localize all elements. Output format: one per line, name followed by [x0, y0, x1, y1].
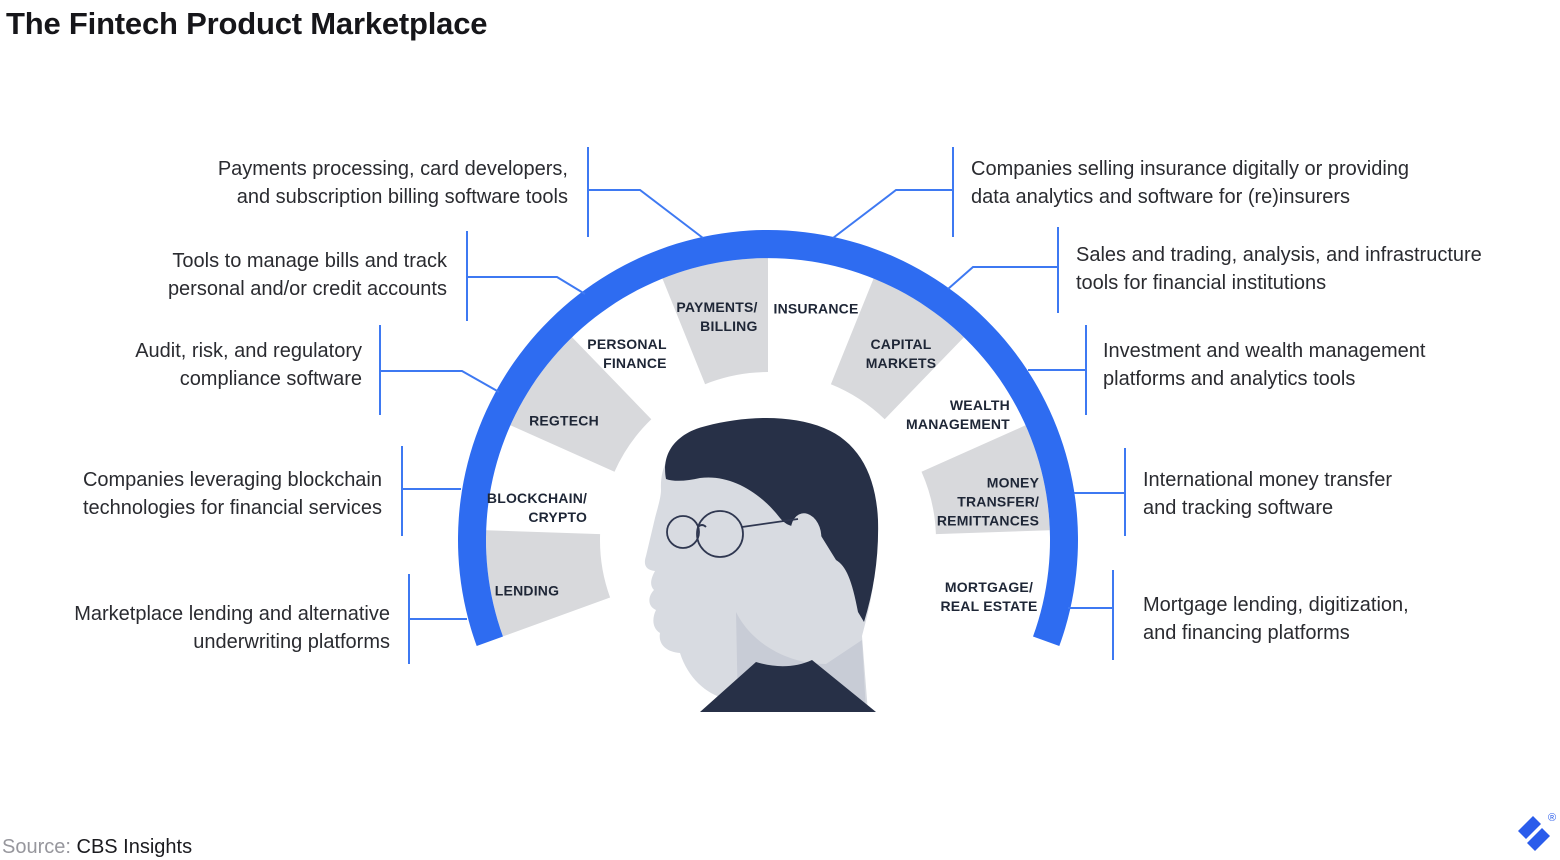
category-wedges — [486, 258, 1050, 637]
ear — [790, 513, 822, 555]
segment-label-personal-finance: PERSONAL FINANCE — [587, 336, 667, 371]
glasses — [666, 510, 799, 558]
connector-wealth-management — [1028, 325, 1087, 415]
registered-mark: ® — [1548, 812, 1556, 824]
wedge-lending — [486, 530, 611, 637]
wedge-payments-billing — [662, 258, 768, 385]
connector-money-transfer — [1074, 448, 1126, 536]
connector-personal-finance — [466, 231, 586, 321]
connector-insurance — [832, 147, 954, 239]
annotation-insurance: Companies selling insurance digitally or… — [971, 158, 1410, 208]
segment-label-payments-billing: PAYMENTS/ BILLING — [676, 299, 758, 334]
annotation-blockchain-crypto: Companies leveraging blockchain technolo… — [82, 469, 382, 519]
brand-logo-icon: ® — [1518, 812, 1556, 851]
source-value: CBS Insights — [76, 836, 193, 858]
head-illustration — [644, 418, 879, 712]
wedge-regtech — [510, 337, 652, 472]
annotation-capital-markets: Sales and trading, analysis, and infrast… — [1076, 244, 1482, 294]
connector-payments-billing — [587, 147, 704, 239]
hair — [665, 418, 879, 622]
wedge-money-transfer — [921, 425, 1050, 535]
segment-label-mortgage-real-estate: MORTGAGE/ REAL ESTATE — [940, 579, 1038, 614]
connector-capital-markets — [947, 227, 1059, 313]
segment-label-insurance: INSURANCE — [773, 300, 859, 317]
page-title: The Fintech Product Marketplace — [6, 6, 488, 41]
annotation-wealth-management: Investment and wealth management platfor… — [1103, 340, 1426, 390]
connector-blockchain-crypto — [401, 446, 461, 536]
collar — [700, 660, 876, 712]
connector-mortgage-real-estate — [1068, 570, 1114, 660]
annotation-personal-finance: Tools to manage bills and track personal… — [167, 250, 447, 300]
annotation-money-transfer: International money transfer and trackin… — [1143, 469, 1393, 519]
connector-lending — [408, 574, 467, 664]
annotation-payments-billing: Payments processing, card developers, an… — [217, 158, 568, 208]
wedge-capital-markets — [830, 278, 964, 420]
annotation-lending: Marketplace lending and alternative unde… — [74, 603, 390, 653]
connector-lines — [379, 147, 1126, 664]
segment-label-blockchain-crypto: BLOCKCHAIN/ CRYPTO — [486, 490, 588, 525]
annotation-regtech: Audit, risk, and regulatory compliance s… — [135, 340, 362, 390]
segment-label-lending: LENDING — [494, 582, 560, 599]
segment-label-wealth-management: WEALTH MANAGEMENT — [906, 397, 1010, 432]
annotation-mortgage-real-estate: Mortgage lending, digitization, and fina… — [1143, 594, 1409, 644]
segment-label-money-transfer: MONEY TRANSFER/ REMITTANCES — [936, 474, 1040, 529]
source-label: Source: — [2, 836, 71, 858]
connector-regtech — [379, 325, 500, 415]
segment-label-capital-markets: CAPITAL MARKETS — [865, 336, 937, 371]
source-line: Source: CBS Insights — [2, 836, 192, 859]
segment-label-regtech: REGTECH — [529, 412, 599, 429]
